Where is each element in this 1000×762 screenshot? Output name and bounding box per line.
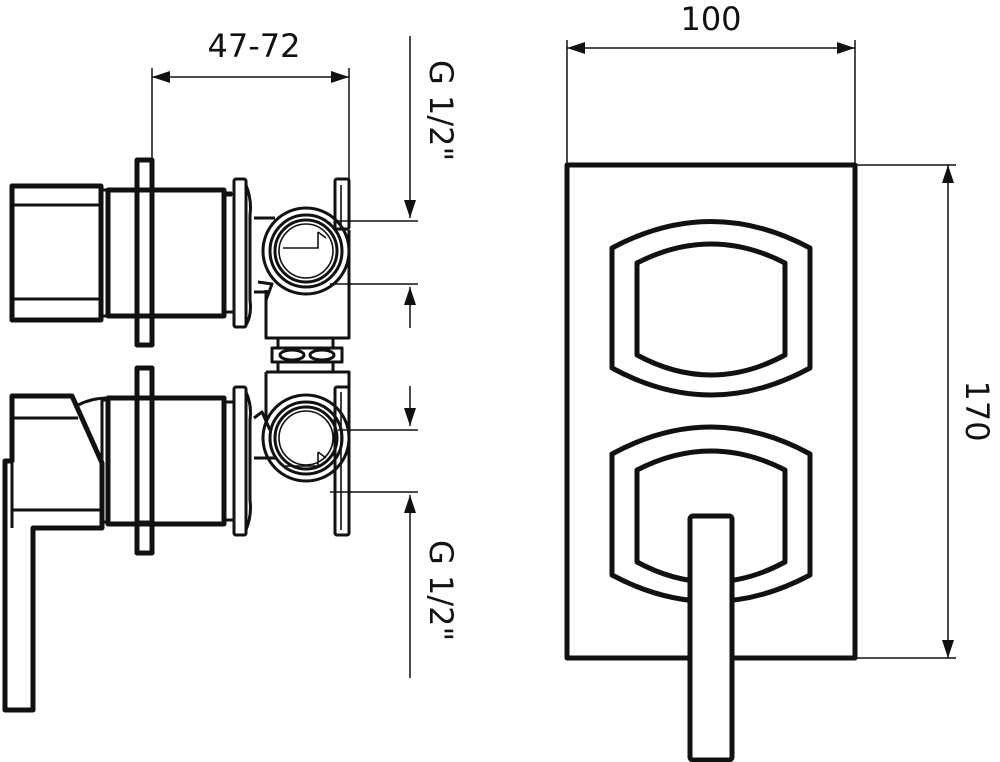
upper-flange-bar — [134, 157, 155, 348]
depth-dimension: 47-72 — [151, 27, 350, 180]
upper-plate-flange — [232, 177, 252, 329]
coupling-nut — [270, 336, 344, 374]
lower-connection-label: G 1/2" — [422, 540, 460, 641]
upper-connection-dimension: G 1/2" — [330, 36, 460, 328]
upper-knob — [9, 183, 236, 323]
upper-connection-label: G 1/2" — [422, 60, 460, 161]
upper-valve-body — [254, 177, 351, 340]
upper-control-escutcheon — [609, 219, 813, 398]
width-label: 100 — [680, 0, 741, 38]
height-dimension: 170 — [857, 164, 996, 659]
height-label: 170 — [958, 380, 996, 441]
width-dimension: 100 — [566, 0, 856, 164]
lower-connection-dimension: G 1/2" — [330, 386, 460, 678]
lower-plate-flange — [232, 385, 252, 537]
depth-range-label: 47-72 — [208, 27, 301, 65]
lower-control-escutcheon — [609, 424, 813, 604]
side-view: 47-72 — [2, 27, 460, 713]
lower-lever-handle — [2, 393, 236, 713]
lower-valve-body — [253, 370, 351, 537]
lever-handle — [687, 513, 735, 762]
front-view: 100 170 — [564, 0, 996, 762]
